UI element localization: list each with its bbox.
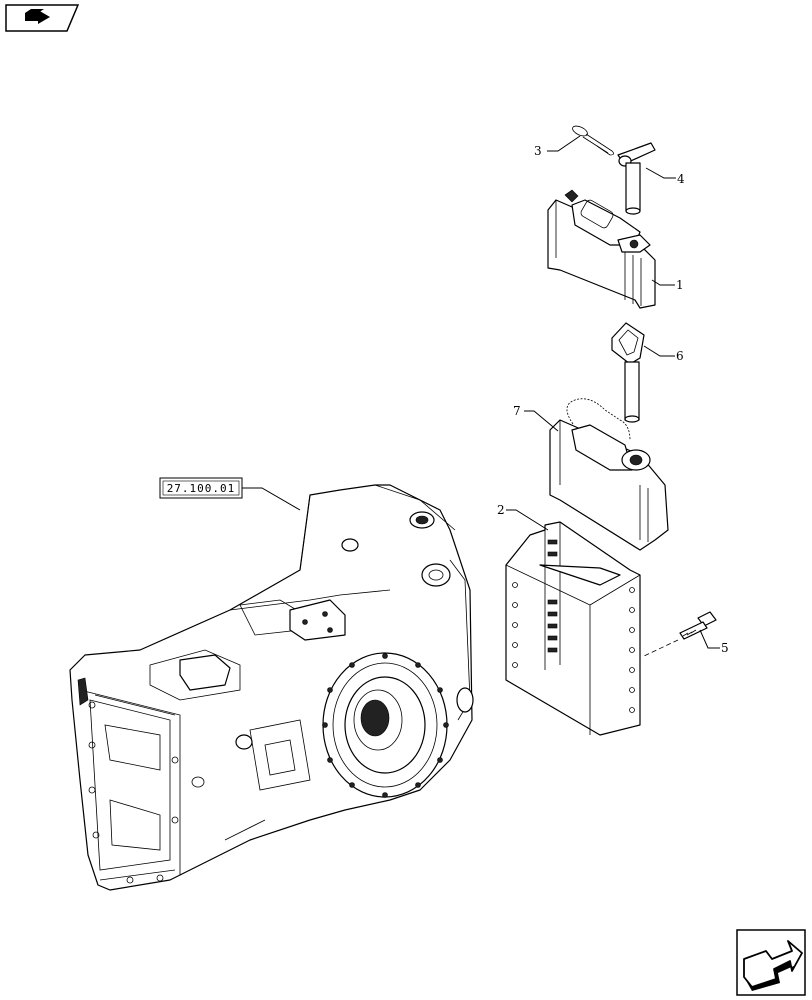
reference-link-box[interactable]: 27.100.01 bbox=[159, 477, 243, 499]
frame-holes-left bbox=[512, 582, 518, 668]
part-5-bolt[interactable] bbox=[643, 611, 717, 657]
arrow-right-icon bbox=[736, 929, 806, 996]
callout-labels: 3 4 1 6 7 2 5 bbox=[497, 144, 729, 655]
part-7-hitch-block-chain[interactable] bbox=[549, 398, 669, 551]
callout-6: 6 bbox=[676, 349, 684, 363]
part-4-pin[interactable] bbox=[617, 142, 656, 215]
frame-holes-right bbox=[629, 587, 635, 713]
callout-5: 5 bbox=[721, 641, 729, 655]
leader-lines bbox=[242, 135, 720, 649]
transmission-housing[interactable] bbox=[69, 484, 474, 891]
part-2-hitch-frame[interactable] bbox=[505, 521, 641, 736]
previous-page-button[interactable] bbox=[5, 4, 80, 32]
part-6-handle-pin[interactable] bbox=[611, 322, 645, 423]
next-page-button[interactable] bbox=[736, 929, 806, 996]
part-1-hitch-block[interactable] bbox=[547, 189, 656, 309]
callout-7: 7 bbox=[513, 404, 521, 418]
callout-3: 3 bbox=[534, 144, 542, 158]
top-port bbox=[341, 511, 451, 587]
reference-label: 27.100.01 bbox=[167, 482, 236, 495]
frame-teeth bbox=[547, 539, 558, 653]
callout-2: 2 bbox=[497, 503, 505, 517]
callout-1: 1 bbox=[676, 278, 684, 292]
part-3-clip[interactable] bbox=[571, 124, 614, 156]
axle-flange bbox=[322, 652, 449, 798]
callout-4: 4 bbox=[677, 172, 685, 186]
arrow-left-icon bbox=[5, 4, 80, 32]
